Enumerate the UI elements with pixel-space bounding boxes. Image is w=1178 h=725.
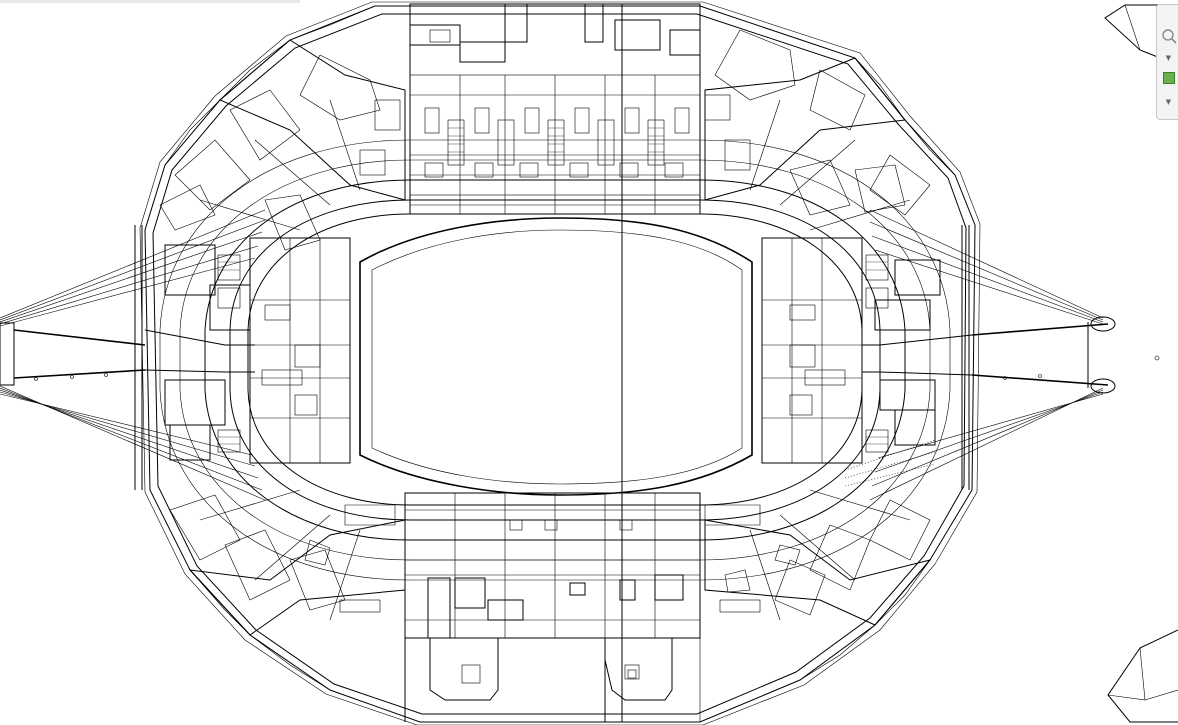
south-stand: [404, 492, 701, 722]
corner-ne: [704, 29, 931, 216]
west-stand: [144, 237, 351, 464]
zoom-dropdown-glyph: ▼: [1165, 53, 1172, 62]
toolbar-strip: [0, 0, 300, 3]
view-cube-face: [1162, 71, 1175, 84]
view-cube-icon[interactable]: [1160, 69, 1177, 86]
radial-walls: [199, 99, 936, 621]
chevron-down-icon[interactable]: ▼: [1160, 93, 1177, 110]
outer-roof-outline: [139, 1, 981, 725]
corner-se: [704, 499, 932, 626]
west-cable-mast: [0, 209, 266, 501]
east-cable-mast: [869, 209, 1160, 501]
east-stand: [761, 237, 973, 464]
corner-nw: [159, 39, 406, 251]
chevron-down-icon[interactable]: ▼: [1160, 49, 1177, 66]
north-stand: [409, 3, 701, 215]
navigation-bar[interactable]: ▼ ▼: [1156, 4, 1178, 120]
offsheet-geometry: [1104, 4, 1178, 723]
nav-dropdown-glyph: ▼: [1165, 97, 1172, 106]
corner-sw: [169, 494, 406, 636]
zoom-icon[interactable]: [1160, 27, 1177, 44]
